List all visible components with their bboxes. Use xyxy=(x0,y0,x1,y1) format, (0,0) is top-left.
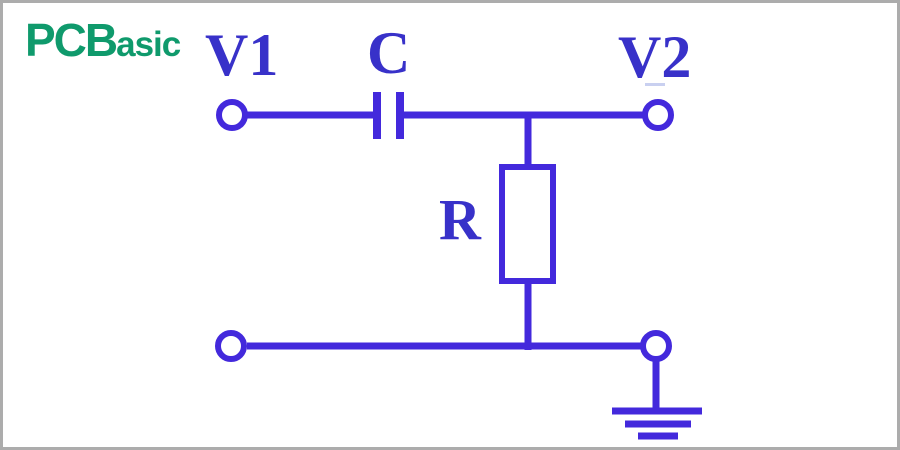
label-v2: V2 xyxy=(618,24,692,90)
capacitor-symbol xyxy=(373,92,404,139)
ground-symbol xyxy=(612,359,702,440)
terminal-v1 xyxy=(216,99,248,131)
logo-text-sub: asic xyxy=(116,25,181,64)
label-r: R xyxy=(439,187,481,252)
terminal-v2 xyxy=(642,99,674,131)
label-c: C xyxy=(367,20,411,86)
terminal-bottom-right xyxy=(640,330,672,362)
resistor-symbol xyxy=(499,164,556,284)
pcbasic-logo: PCBasic xyxy=(25,14,181,66)
logo-text-main: PCB xyxy=(25,14,118,66)
terminal-bottom-left xyxy=(215,330,247,362)
v2-underline-artifact xyxy=(645,83,665,86)
circuit-schematic-svg xyxy=(215,92,702,440)
label-v1: V1 xyxy=(205,22,279,88)
